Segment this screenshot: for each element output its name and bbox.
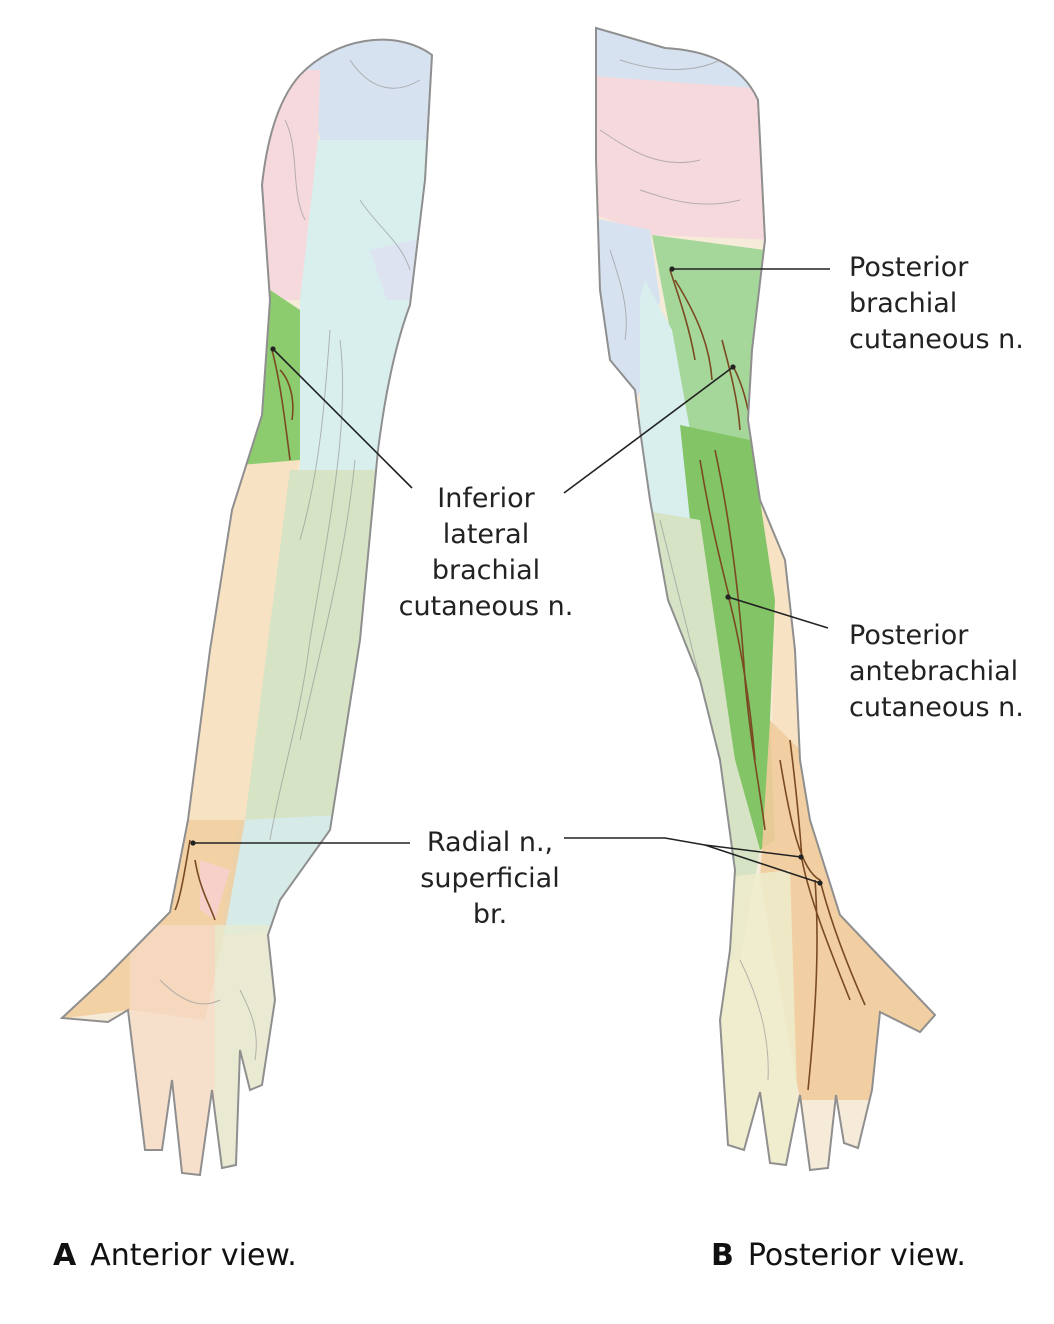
caption-anterior-text: Anterior view. <box>90 1238 297 1273</box>
leader-radial-b <box>564 837 802 858</box>
label-radial-superficial: Radial n., superficial br. <box>420 827 560 930</box>
zone-medial-antebrachial-upper <box>300 300 432 470</box>
zone-radial-superficial-posterior <box>760 720 935 1100</box>
zone-wrist-pink <box>200 860 230 920</box>
label-inferior-lateral-brachial: Inferior lateral brachial cutaneous n. <box>398 483 574 622</box>
label-posterior-antebrachial: Posterior antebrachial cutaneous n. <box>849 620 1024 723</box>
zone-posterior-antebrachial <box>680 425 775 850</box>
anterior-arm-outline <box>59 38 434 1177</box>
zone-supraclavicular <box>300 39 432 140</box>
posterior-arm-outline <box>595 26 937 1172</box>
posterior-arm <box>595 26 937 1172</box>
zone-superior-lateral-brachial-b <box>596 75 780 240</box>
zone-palm-median <box>130 925 215 1176</box>
zone-palm-ulnar <box>215 925 340 1176</box>
leader-inferior-lateral-b <box>563 366 734 494</box>
leader-inferior-lateral-a <box>272 348 413 489</box>
caption-anterior: A Anterior view. <box>53 1238 297 1273</box>
caption-anterior-letter: A <box>53 1238 77 1273</box>
leader-radial-b-2 <box>704 844 821 884</box>
caption-posterior: B Posterior view. <box>711 1238 966 1273</box>
leader-posterior-antebrachial <box>727 596 829 629</box>
caption-posterior-text: Posterior view. <box>747 1238 966 1273</box>
zone-dorsum-ulnar <box>700 870 800 1170</box>
caption-posterior-letter: B <box>711 1238 734 1273</box>
label-posterior-brachial: Posterior brachial cutaneous n. <box>849 252 1024 355</box>
